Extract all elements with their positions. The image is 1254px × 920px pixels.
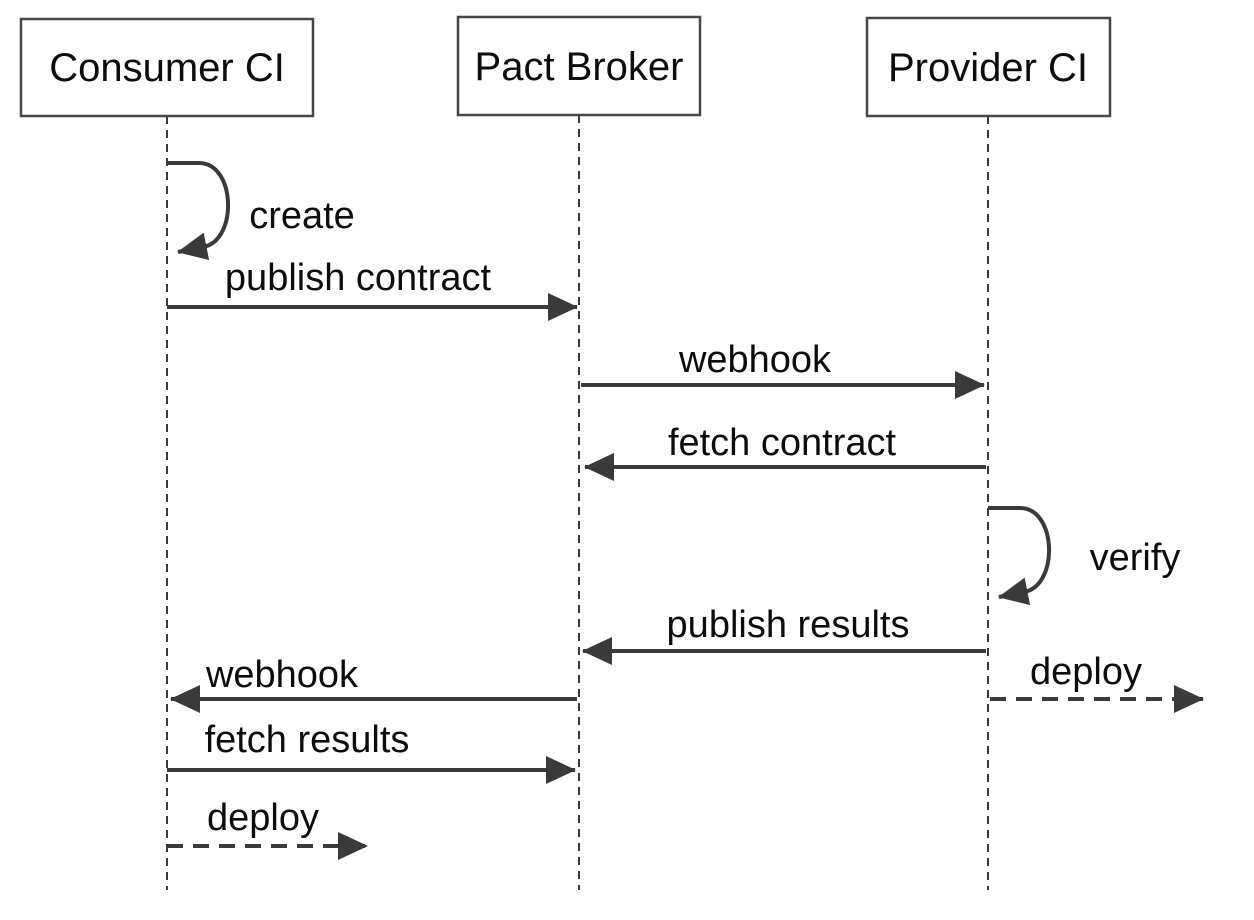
message-label-webhook-to-provider: webhook [678, 339, 832, 381]
message-label-verify: verify [1090, 537, 1181, 579]
message-label-fetch-results: fetch results [205, 719, 410, 761]
message-label-create: create [249, 195, 355, 237]
message-loop-create [167, 161, 231, 261]
message-label-fetch-contract: fetch contract [668, 422, 897, 464]
message-label-publish-contract: publish contract [225, 257, 492, 299]
actor-box-consumer-ci [19, 17, 315, 118]
actor-box-pact-broker [456, 15, 702, 117]
actor-box-provider-ci [865, 16, 1112, 118]
message-label-webhook-to-consumer: webhook [205, 654, 359, 696]
message-label-deploy-consumer: deploy [207, 797, 319, 839]
actor-label-consumer-ci: Consumer CI [49, 46, 285, 90]
message-label-publish-results: publish results [667, 604, 910, 646]
actor-label-provider-ci: Provider CI [888, 46, 1088, 90]
message-label-deploy-provider: deploy [1030, 651, 1142, 693]
actor-label-pact-broker: Pact Broker [475, 45, 684, 89]
message-loop-verify [988, 506, 1052, 606]
